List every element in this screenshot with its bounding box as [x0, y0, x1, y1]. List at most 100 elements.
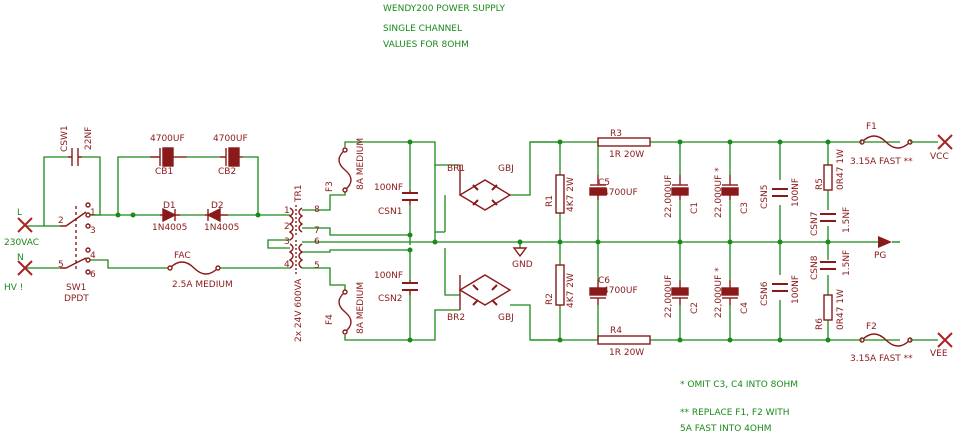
net-vcc: VCC	[930, 152, 949, 162]
f2-value: 3.15A FAST **	[850, 354, 913, 364]
sw1-pin3: 3	[90, 226, 96, 236]
r5-resistor	[823, 164, 833, 191]
d2-value: 1N4005	[204, 223, 240, 233]
csn1-name: CSN1	[378, 207, 403, 217]
csn2-value: 100NF	[374, 271, 404, 281]
c3-name: C3	[740, 201, 750, 214]
r2-resistor	[555, 264, 565, 306]
f3-fuse	[338, 147, 352, 193]
cb1-value: 4700UF	[150, 134, 185, 144]
title-line2: SINGLE CHANNEL	[383, 24, 463, 34]
c6-name: C6	[598, 276, 611, 286]
csn8-name: CSN8	[810, 255, 820, 280]
r4-name: R4	[610, 326, 622, 336]
tr1-pin7: 7	[314, 226, 320, 236]
csn2-capacitor	[402, 280, 418, 295]
net-l: L	[17, 208, 23, 218]
c2-capacitor	[671, 280, 689, 305]
title-line3: VALUES FOR 8OHM	[383, 40, 469, 50]
cb2-name: CB2	[218, 167, 237, 177]
br2-value: GBJ	[498, 313, 514, 323]
cb1-capacitor	[150, 147, 187, 167]
r1-resistor	[555, 174, 565, 214]
r2-name: R2	[545, 293, 555, 305]
f1-value: 3.15A FAST **	[850, 157, 913, 167]
f2-name: F2	[866, 322, 877, 332]
net-n: N	[17, 253, 24, 263]
c4-name: C4	[740, 301, 750, 314]
sw1-switch	[60, 202, 91, 275]
f3-name: F3	[325, 181, 335, 192]
net-vee: VEE	[930, 349, 948, 359]
csn5-capacitor	[772, 188, 788, 197]
r1-value: 4K7 2W	[566, 177, 576, 212]
c1-capacitor	[671, 175, 689, 200]
tr1-name: TR1	[294, 184, 304, 202]
f4-fuse	[338, 289, 352, 335]
d1-name: D1	[163, 201, 176, 211]
csn7-capacitor	[820, 213, 836, 222]
d2-name: D2	[211, 201, 224, 211]
d1-value: 1N4005	[152, 223, 188, 233]
tr1-transformer	[288, 205, 304, 275]
wires	[26, 141, 900, 341]
c4-value: 22,000UF *	[714, 267, 724, 318]
note-2: ** REPLACE F1, F2 WITH	[680, 408, 790, 418]
sw1-pin1: 1	[90, 208, 96, 218]
tr1-pin1: 1	[284, 206, 290, 216]
br2-bridge	[458, 274, 512, 310]
r3-value: 1R 20W	[609, 150, 645, 160]
r6-resistor	[823, 294, 833, 321]
sw1-type: DPDT	[64, 294, 89, 304]
net-hv: HV !	[4, 283, 24, 293]
tr1-pin8: 8	[314, 205, 320, 215]
cb2-value: 4700UF	[213, 134, 248, 144]
r5-name: R5	[815, 178, 825, 190]
r6-name: R6	[815, 318, 825, 330]
tr1-value: 2x 24V 600VA	[294, 278, 304, 342]
csn6-value: 100NF	[791, 274, 801, 304]
r2-value: 4K7 2W	[566, 273, 576, 308]
sw1-pin2: 2	[58, 216, 64, 226]
r4-value: 1R 20W	[609, 348, 645, 358]
arrow-pg	[878, 236, 892, 248]
c5-name: C5	[598, 178, 611, 188]
tr1-pin4: 4	[284, 260, 290, 270]
gnd-symbol	[512, 247, 528, 258]
c1-value: 22,000UF	[664, 174, 674, 218]
f4-value: 8A MEDIUM	[356, 281, 366, 334]
r4-resistor	[597, 335, 651, 345]
csn8-capacitor	[820, 261, 836, 270]
sw1-pin4: 4	[90, 251, 96, 261]
csn1-value: 100NF	[374, 183, 404, 193]
fac-name: FAC	[174, 251, 191, 261]
br1-name: BR1	[447, 164, 466, 174]
r3-name: R3	[610, 129, 622, 139]
csw1-value: 22NF	[84, 126, 94, 150]
c2-name: C2	[690, 301, 700, 314]
fac-fuse	[167, 261, 221, 275]
c6-value: 4700UF	[603, 286, 638, 296]
c4-capacitor	[721, 280, 739, 305]
csn1-capacitor	[402, 190, 418, 205]
tr1-pin2: 2	[284, 222, 290, 232]
terminal-n	[17, 260, 33, 276]
br2-name: BR2	[447, 313, 466, 323]
net-mains: 230VAC	[4, 238, 40, 248]
csn8-value: 1.5NF	[842, 249, 852, 276]
c1-name: C1	[690, 201, 700, 214]
c5-value: 4700UF	[603, 188, 638, 198]
cb2-capacitor	[220, 147, 243, 167]
csn5-value: 100NF	[791, 177, 801, 207]
terminal-l	[17, 217, 33, 233]
r1-name: R1	[545, 195, 555, 207]
f4-name: F4	[325, 314, 335, 325]
br1-value: GBJ	[498, 164, 514, 174]
title-line1: WENDY200 POWER SUPPLY	[383, 4, 505, 14]
f1-name: F1	[866, 122, 877, 132]
csn2-name: CSN2	[378, 294, 403, 304]
sw1-name: SW1	[66, 283, 87, 293]
r5-value: 0R47 1W	[836, 149, 846, 190]
c2-value: 22,000UF	[664, 274, 674, 318]
sw1-pin6: 6	[90, 270, 96, 280]
